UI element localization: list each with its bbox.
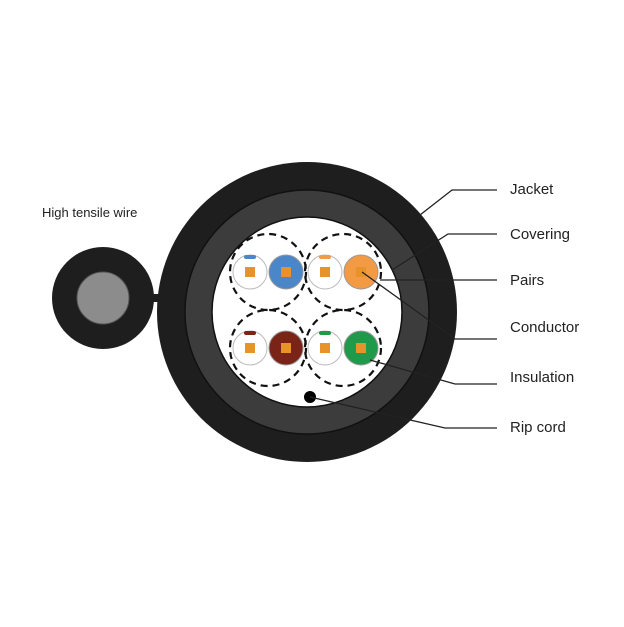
- label-high-tensile-wire: High tensile wire: [42, 205, 138, 220]
- leader-lines: [309, 189, 497, 429]
- stripe: [319, 331, 331, 335]
- pairs: [228, 232, 383, 388]
- stripe: [244, 331, 256, 335]
- conductor: [281, 343, 291, 353]
- pair-boundary: [303, 232, 383, 312]
- conductor: [356, 343, 366, 353]
- pair-boundary: [228, 232, 308, 312]
- label-jacket: Jacket: [510, 181, 554, 198]
- label-insulation: Insulation: [510, 369, 575, 386]
- label-pairs: Pairs: [510, 272, 545, 289]
- conductor: [320, 267, 330, 277]
- conductor: [245, 343, 255, 353]
- conductor: [281, 267, 291, 277]
- pair-boundary: [228, 308, 308, 388]
- conductor: [320, 343, 330, 353]
- stripe: [319, 255, 331, 259]
- stripe: [244, 255, 256, 259]
- pair-boundary: [303, 308, 383, 388]
- conductor: [245, 267, 255, 277]
- conductor: [356, 267, 366, 277]
- label-conductor: Conductor: [510, 319, 580, 336]
- high-tensile-wire: [52, 247, 154, 349]
- wire-bridge: [150, 294, 162, 302]
- label-covering: Covering: [510, 226, 571, 243]
- label-rip-cord: Rip cord: [510, 419, 566, 436]
